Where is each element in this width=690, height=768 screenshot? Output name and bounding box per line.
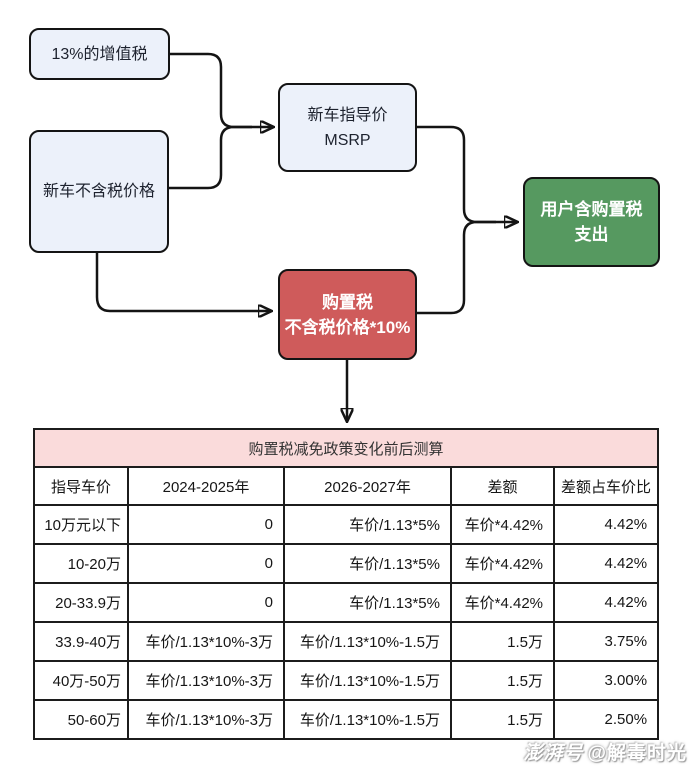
cell-price-range: 33.9-40万 [33,621,129,662]
cell-2024-2025: 车价/1.13*10%-3万 [127,699,285,740]
cell-2026-2027: 车价/1.13*10%-1.5万 [283,699,452,740]
cell-price-range: 50-60万 [33,699,129,740]
pengpai-logo: 澎湃号 [523,743,584,764]
node-user-cost-line2: 支出 [574,225,609,244]
cell-2024-2025: 车价/1.13*10%-3万 [127,660,285,701]
cell-price-range: 20-33.9万 [33,582,129,623]
watermark: 澎湃号@解毒时光 [523,738,687,765]
cell-difference: 1.5万 [450,660,555,701]
col-header-2026-2027: 2026-2027年 [283,466,452,506]
table-title: 购置税减免政策变化前后测算 [32,428,660,468]
node-msrp: 新车指导价 MSRP [278,83,417,172]
cell-difference: 车价*4.42% [450,543,555,584]
cell-2024-2025: 车价/1.13*10%-3万 [127,621,285,662]
cell-diff-ratio: 4.42% [552,543,660,584]
col-header-diff-ratio: 差额占车价比 [552,466,660,506]
node-purchase-tax-line1: 购置税 [322,292,373,312]
cell-diff-ratio: 3.00% [552,660,660,701]
node-pretax-price: 新车不含税价格 [29,130,169,253]
node-vat-label: 13%的增值税 [51,45,148,63]
table-row: 33.9-40万 车价/1.13*10%-3万 车价/1.13*10%-1.5万… [33,621,660,662]
node-vat: 13%的增值税 [29,28,170,80]
col-header-difference: 差额 [450,466,555,506]
col-header-price-range: 指导车价 [33,466,129,506]
node-purchase-tax-line2: 不含税价格*10% [284,317,411,337]
tax-policy-table: 购置税减免政策变化前后测算 指导车价 2024-2025年 2026-2027年… [32,428,660,740]
connector-vat-to-msrp [170,52,272,127]
cell-2024-2025: 0 [127,504,285,545]
cell-2024-2025: 0 [127,543,285,584]
cell-2026-2027: 车价/1.13*5% [283,504,452,545]
cell-difference: 车价*4.42% [450,582,555,623]
node-user-cost-line1: 用户含购置税 [540,200,643,219]
connector-tax-to-user [417,220,496,315]
cell-2026-2027: 车价/1.13*5% [283,543,452,584]
cell-2026-2027: 车价/1.13*10%-1.5万 [283,660,452,701]
cell-difference: 1.5万 [450,699,555,740]
cell-difference: 车价*4.42% [450,504,555,545]
table-row: 10万元以下 0 车价/1.13*5% 车价*4.42% 4.42% [33,504,660,545]
table-row: 40万-50万 车价/1.13*10%-3万 车价/1.13*10%-1.5万 … [33,660,660,701]
cell-2026-2027: 车价/1.13*10%-1.5万 [283,621,452,662]
table-row: 20-33.9万 0 车价/1.13*5% 车价*4.42% 4.42% [33,582,660,623]
cell-price-range: 10-20万 [33,543,129,584]
cell-2026-2027: 车价/1.13*5% [283,582,452,623]
node-user-cost: 用户含购置税 支出 [523,177,660,267]
cell-difference: 1.5万 [450,621,555,662]
cell-price-range: 40万-50万 [33,660,129,701]
connector-msrp-to-user [417,125,516,222]
cell-2024-2025: 0 [127,582,285,623]
cell-diff-ratio: 3.75% [552,621,660,662]
cell-diff-ratio: 2.50% [552,699,660,740]
node-purchase-tax: 购置税 不含税价格*10% [278,269,417,360]
watermark-handle: @解毒时光 [587,743,687,764]
connector-pretax-to-tax [95,253,270,311]
node-msrp-line1: 新车指导价 [307,106,388,124]
node-msrp-line2: MSRP [324,131,371,149]
cell-diff-ratio: 4.42% [552,582,660,623]
connector-pretax-to-msrp [169,125,252,190]
table-header-row: 指导车价 2024-2025年 2026-2027年 差额 差额占车价比 [33,466,660,506]
cell-price-range: 10万元以下 [33,504,129,545]
table-row: 10-20万 0 车价/1.13*5% 车价*4.42% 4.42% [33,543,660,584]
table-row: 50-60万 车价/1.13*10%-3万 车价/1.13*10%-1.5万 1… [33,699,660,740]
cell-diff-ratio: 4.42% [552,504,660,545]
col-header-2024-2025: 2024-2025年 [127,466,285,506]
node-pretax-price-label: 新车不含税价格 [42,183,155,200]
table-title-row: 购置税减免政策变化前后测算 [32,428,660,468]
